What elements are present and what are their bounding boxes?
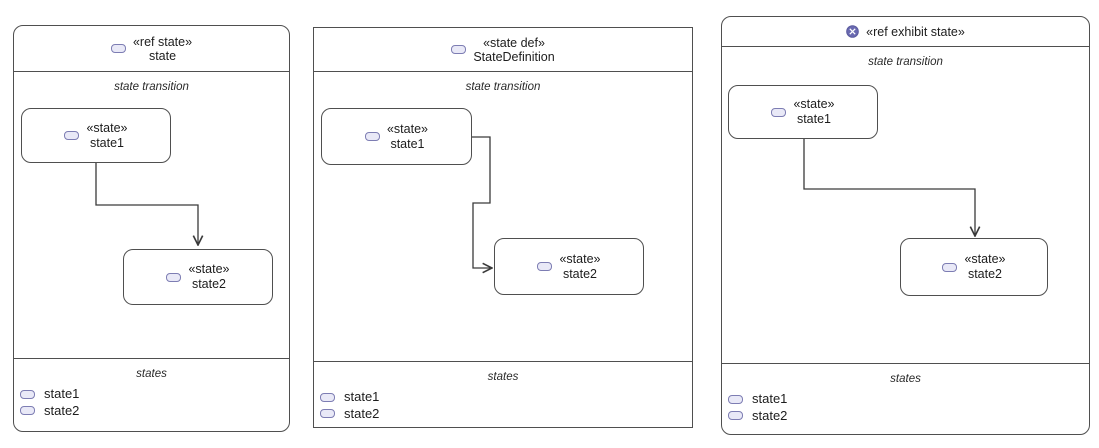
state-name: state2: [967, 267, 1003, 281]
frame-state-def[interactable]: «state def» StateDefinition state transi…: [313, 27, 693, 428]
frame-header[interactable]: «state def» StateDefinition: [314, 28, 692, 72]
frame-ref-exhibit-state[interactable]: «ref exhibit state» state transition «st…: [721, 16, 1090, 435]
states-list-item[interactable]: state2: [320, 406, 692, 423]
state-icon: [110, 44, 126, 53]
states-list-item[interactable]: state1: [20, 386, 289, 403]
state-name: state1: [89, 135, 125, 150]
frame-keyword: «state def»: [483, 35, 545, 50]
frame-keyword: «ref exhibit state»: [866, 24, 965, 39]
state-name: state1: [390, 136, 425, 151]
transition-edge[interactable]: [14, 72, 291, 358]
state-keyword: «state»: [964, 252, 1006, 266]
state-node-state2[interactable]: «state» state2: [900, 238, 1048, 296]
state-item-label: state1: [44, 386, 80, 401]
state-icon: [320, 392, 335, 402]
state-node-state1[interactable]: «state» state1: [321, 108, 472, 165]
state-icon: [20, 389, 35, 399]
transition-edge[interactable]: [314, 72, 694, 361]
transition-edge[interactable]: [722, 47, 1091, 363]
state-icon: [364, 132, 380, 141]
states-list-item[interactable]: state1: [728, 391, 1089, 408]
state-transition-compartment: state transition «state» state1: [14, 72, 289, 358]
state-icon: [537, 262, 553, 271]
state-icon: [20, 406, 35, 416]
compartment-label: states: [136, 368, 167, 380]
state-item-label: state2: [344, 405, 380, 421]
exhibit-state-icon: [846, 25, 859, 38]
state-item-label: state1: [752, 391, 788, 406]
state-icon: [64, 131, 80, 140]
compartment-label: state transition: [868, 56, 943, 68]
state-icon: [728, 394, 743, 404]
state-transition-compartment: state transition «state» state1: [722, 47, 1089, 363]
state-keyword: «state»: [188, 262, 230, 276]
frame-name: state: [148, 48, 177, 63]
compartment-label: state transition: [114, 81, 189, 93]
state-keyword: «state»: [793, 97, 835, 111]
state-name: state2: [191, 277, 227, 291]
frame-name: StateDefinition: [473, 49, 555, 64]
states-compartment: states state1 state2: [722, 363, 1089, 434]
state-node-state2[interactable]: «state» state2: [123, 249, 273, 305]
state-name: state1: [796, 112, 832, 126]
state-item-label: state2: [44, 402, 80, 418]
states-list-item[interactable]: state2: [20, 403, 289, 420]
state-icon: [451, 45, 467, 54]
state-item-label: state1: [344, 389, 380, 404]
state-keyword: «state»: [86, 120, 128, 135]
frame-keyword: «ref state»: [132, 34, 193, 49]
states-compartment: states state1 state2: [314, 361, 692, 427]
state-icon: [166, 272, 182, 282]
state-item-label: state2: [752, 407, 788, 423]
compartment-label: state transition: [465, 81, 541, 93]
state-icon: [771, 107, 787, 117]
state-transition-compartment: state transition «state» state1: [314, 72, 692, 361]
states-list-item[interactable]: state1: [320, 389, 692, 406]
states-compartment: states state1 state2: [14, 358, 289, 431]
states-list-item[interactable]: state2: [728, 408, 1089, 425]
frame-header[interactable]: «ref state» state: [14, 26, 289, 72]
state-node-state2[interactable]: «state» state2: [494, 238, 644, 295]
state-icon: [942, 262, 958, 272]
state-icon: [320, 409, 335, 419]
state-keyword: «state»: [559, 251, 601, 266]
frame-ref-state[interactable]: «ref state» state state transition «stat…: [13, 25, 290, 432]
state-keyword: «state»: [386, 121, 428, 136]
state-node-state1[interactable]: «state» state1: [21, 108, 171, 163]
state-node-state1[interactable]: «state» state1: [728, 85, 878, 139]
compartment-label: states: [487, 371, 519, 383]
frame-header[interactable]: «ref exhibit state»: [722, 17, 1089, 47]
state-icon: [728, 411, 743, 421]
state-name: state2: [562, 266, 598, 281]
compartment-label: states: [890, 373, 921, 385]
